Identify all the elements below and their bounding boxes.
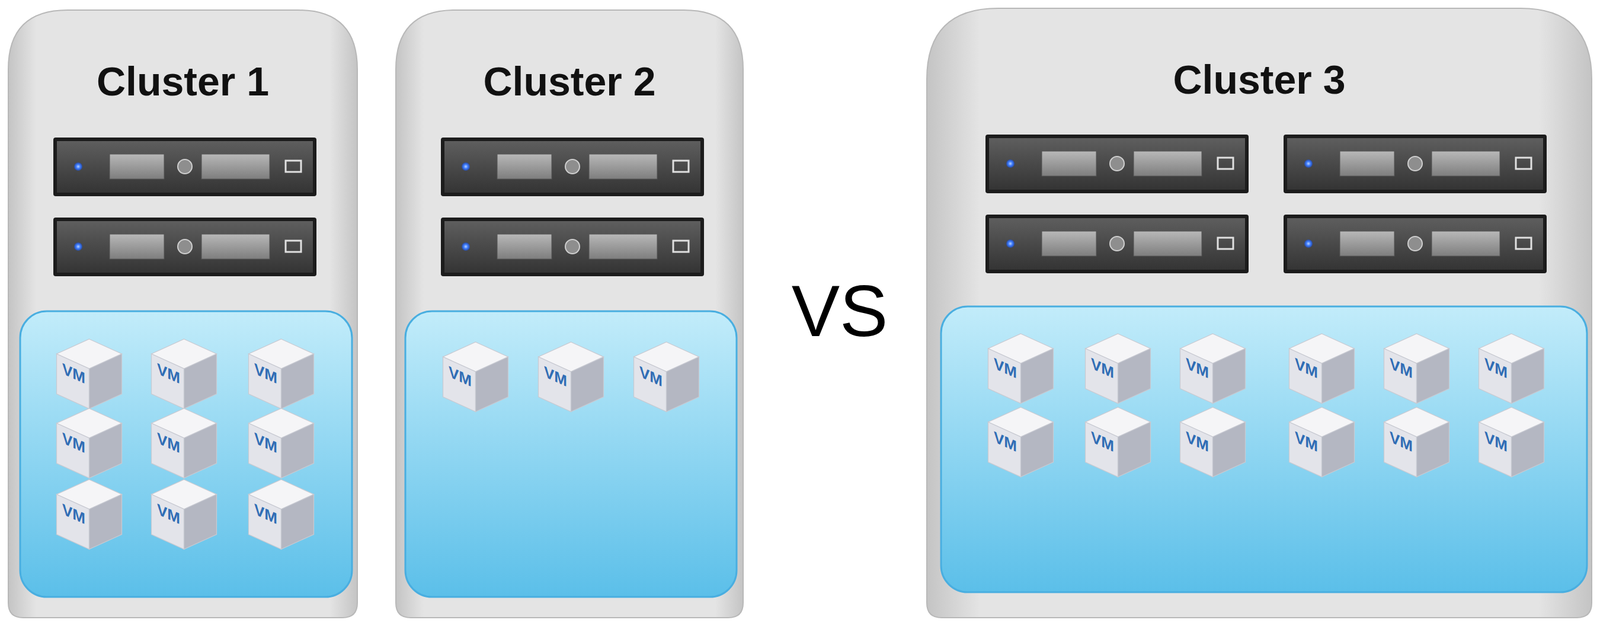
vm-cube: VM [244, 405, 319, 480]
cluster-panel: Cluster 1VMVMVMVMVMVMVMVMVM [8, 10, 358, 618]
cluster-title: Cluster 2 [395, 61, 744, 102]
vm-cube: VM [1080, 404, 1155, 479]
cluster-panel: Cluster 3VMVMVMVMVMVMVMVMVMVMVMVM [926, 8, 1592, 618]
vm-cube: VM [244, 336, 319, 411]
cluster-title: Cluster 1 [8, 61, 358, 102]
vm-cube: VM [146, 405, 222, 480]
vm-cube: VM [146, 476, 222, 551]
vm-cube: VM [1284, 404, 1359, 479]
vm-cube: VM [1379, 330, 1454, 405]
vm-cube: VM [1379, 404, 1454, 479]
cluster-panel: Cluster 2 VM VM VM [395, 10, 744, 618]
vm-cube: VM [1284, 330, 1359, 405]
vm-cube: VM [1474, 330, 1549, 405]
versus-label: VS [791, 274, 889, 348]
vm-cube: VM [52, 405, 127, 480]
vm-cube: VM [1080, 330, 1155, 405]
vm-cube: VM [983, 404, 1058, 479]
vm-cube: VM [1474, 404, 1549, 479]
vm-cube: VM [533, 338, 608, 414]
vm-cube: VM [52, 476, 127, 551]
vm-cube: VM [629, 338, 704, 414]
vm-cube: VM [438, 338, 513, 414]
vm-cube: VM [244, 476, 319, 551]
vm-cube: VM [52, 336, 127, 411]
cluster-title: Cluster 3 [926, 59, 1592, 100]
vm-cube: VM [146, 336, 222, 411]
vm-cube: VM [1175, 404, 1250, 479]
vm-cube: VM [983, 330, 1058, 405]
vm-cube: VM [1175, 330, 1250, 405]
